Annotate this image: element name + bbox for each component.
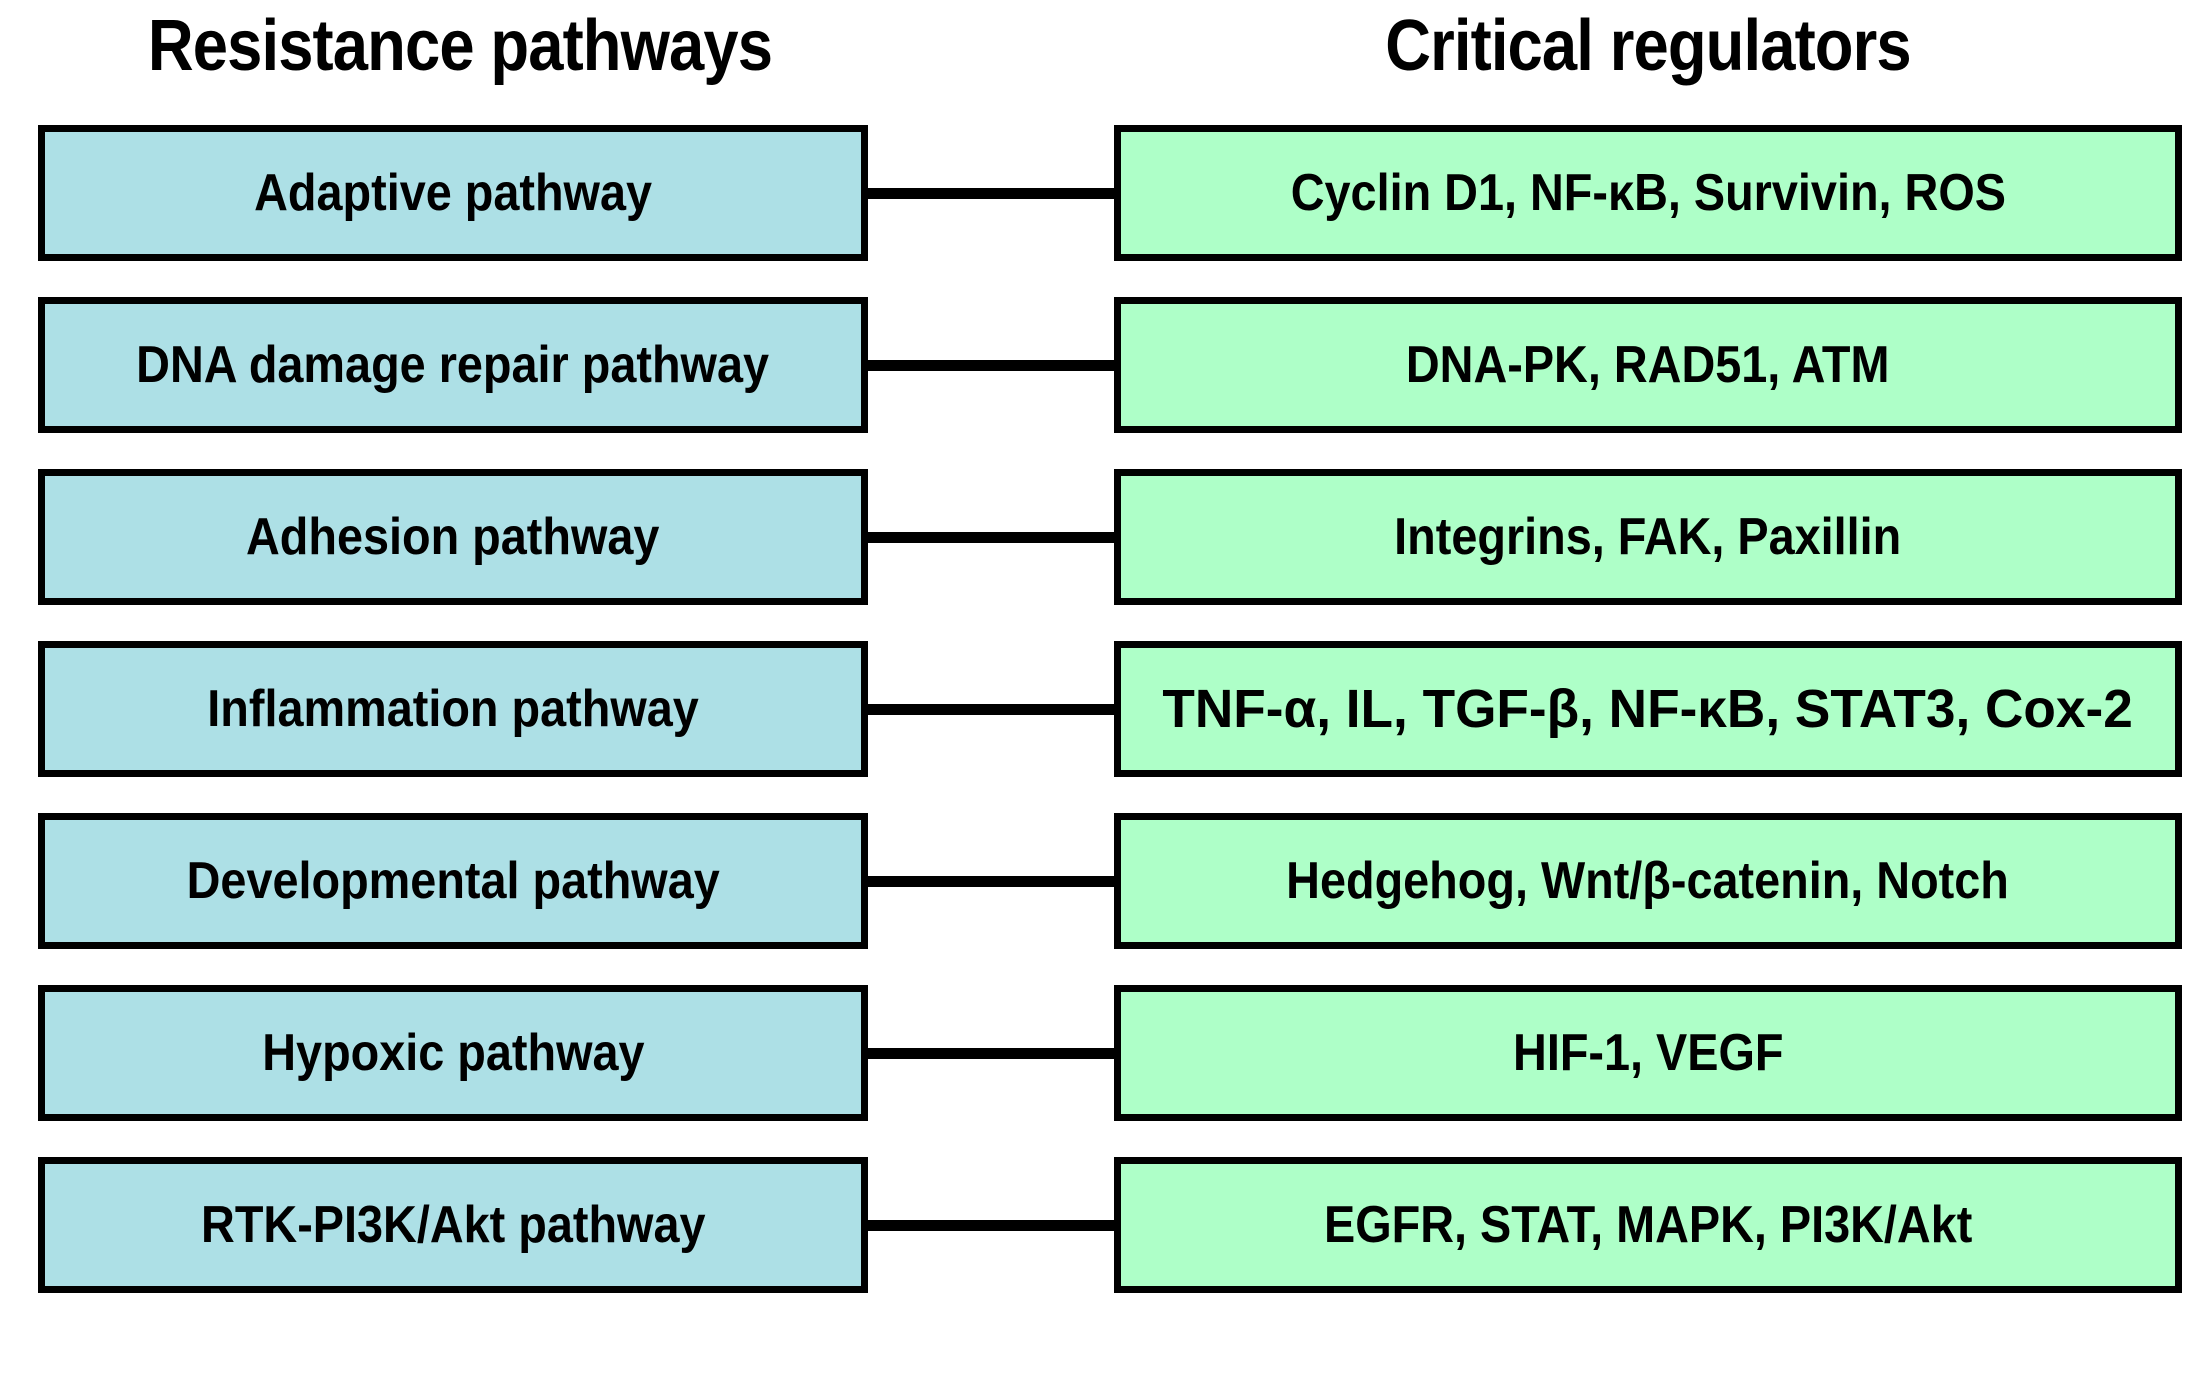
pathway-row: Inflammation pathway TNF-α, IL, TGF-β, N… [0, 619, 2197, 791]
regulator-box[interactable]: EGFR, STAT, MAPK, PI3K/Akt [1114, 1157, 2182, 1293]
pathway-row: Adhesion pathway Integrins, FAK, Paxilli… [0, 447, 2197, 619]
pathway-row: Adaptive pathway Cyclin D1, NF-κB, Survi… [0, 103, 2197, 275]
pathway-row: DNA damage repair pathway DNA-PK, RAD51,… [0, 275, 2197, 447]
pathway-row: Hypoxic pathway HIF-1, VEGF [0, 963, 2197, 1135]
regulator-box[interactable]: Integrins, FAK, Paxillin [1114, 469, 2182, 605]
row-connector-line [868, 876, 1114, 887]
column-heading-resistance-pathways: Resistance pathways [147, 6, 773, 86]
pathway-row: RTK-PI3K/Akt pathway EGFR, STAT, MAPK, P… [0, 1135, 2197, 1307]
pathway-box-label: Hypoxic pathway [261, 1024, 645, 1082]
pathway-box-label: Adhesion pathway [246, 508, 660, 566]
regulator-box-label: HIF-1, VEGF [1512, 1024, 1784, 1082]
row-connector-line [868, 1220, 1114, 1231]
row-connector-line [868, 1048, 1114, 1059]
pathway-box[interactable]: Inflammation pathway [38, 641, 868, 777]
pathway-box[interactable]: DNA damage repair pathway [38, 297, 868, 433]
regulator-box[interactable]: TNF-α, IL, TGF-β, NF-κB, STAT3, Cox-2 [1114, 641, 2182, 777]
pathway-box-label: DNA damage repair pathway [136, 336, 770, 394]
row-connector-line [868, 532, 1114, 543]
row-connector-line [868, 704, 1114, 715]
regulator-box-label: Integrins, FAK, Paxillin [1394, 508, 1902, 566]
pathway-box[interactable]: Hypoxic pathway [38, 985, 868, 1121]
pathway-box-label: Developmental pathway [186, 852, 720, 910]
pathway-row: Developmental pathway Hedgehog, Wnt/β-ca… [0, 791, 2197, 963]
pathway-box[interactable]: Adaptive pathway [38, 125, 868, 261]
regulator-box[interactable]: Cyclin D1, NF-κB, Survivin, ROS [1114, 125, 2182, 261]
regulator-box-label: EGFR, STAT, MAPK, PI3K/Akt [1323, 1196, 1973, 1254]
row-connector-line [868, 360, 1114, 371]
row-connector-line [868, 188, 1114, 199]
regulator-box[interactable]: Hedgehog, Wnt/β-catenin, Notch [1114, 813, 2182, 949]
regulator-box[interactable]: HIF-1, VEGF [1114, 985, 2182, 1121]
column-heading-critical-regulators: Critical regulators [1385, 6, 1911, 86]
regulator-box-label: Hedgehog, Wnt/β-catenin, Notch [1286, 852, 2010, 910]
regulator-box[interactable]: DNA-PK, RAD51, ATM [1114, 297, 2182, 433]
pathway-box-label: Inflammation pathway [207, 680, 699, 738]
pathway-box[interactable]: Developmental pathway [38, 813, 868, 949]
regulator-box-label: TNF-α, IL, TGF-β, NF-κB, STAT3, Cox-2 [1162, 679, 2134, 739]
regulator-box-label: DNA-PK, RAD51, ATM [1406, 336, 1890, 394]
pathway-box[interactable]: RTK-PI3K/Akt pathway [38, 1157, 868, 1293]
pathway-box-label: RTK-PI3K/Akt pathway [200, 1196, 706, 1254]
pathway-box[interactable]: Adhesion pathway [38, 469, 868, 605]
pathway-box-label: Adaptive pathway [254, 164, 652, 222]
regulator-box-label: Cyclin D1, NF-κB, Survivin, ROS [1290, 164, 2006, 222]
